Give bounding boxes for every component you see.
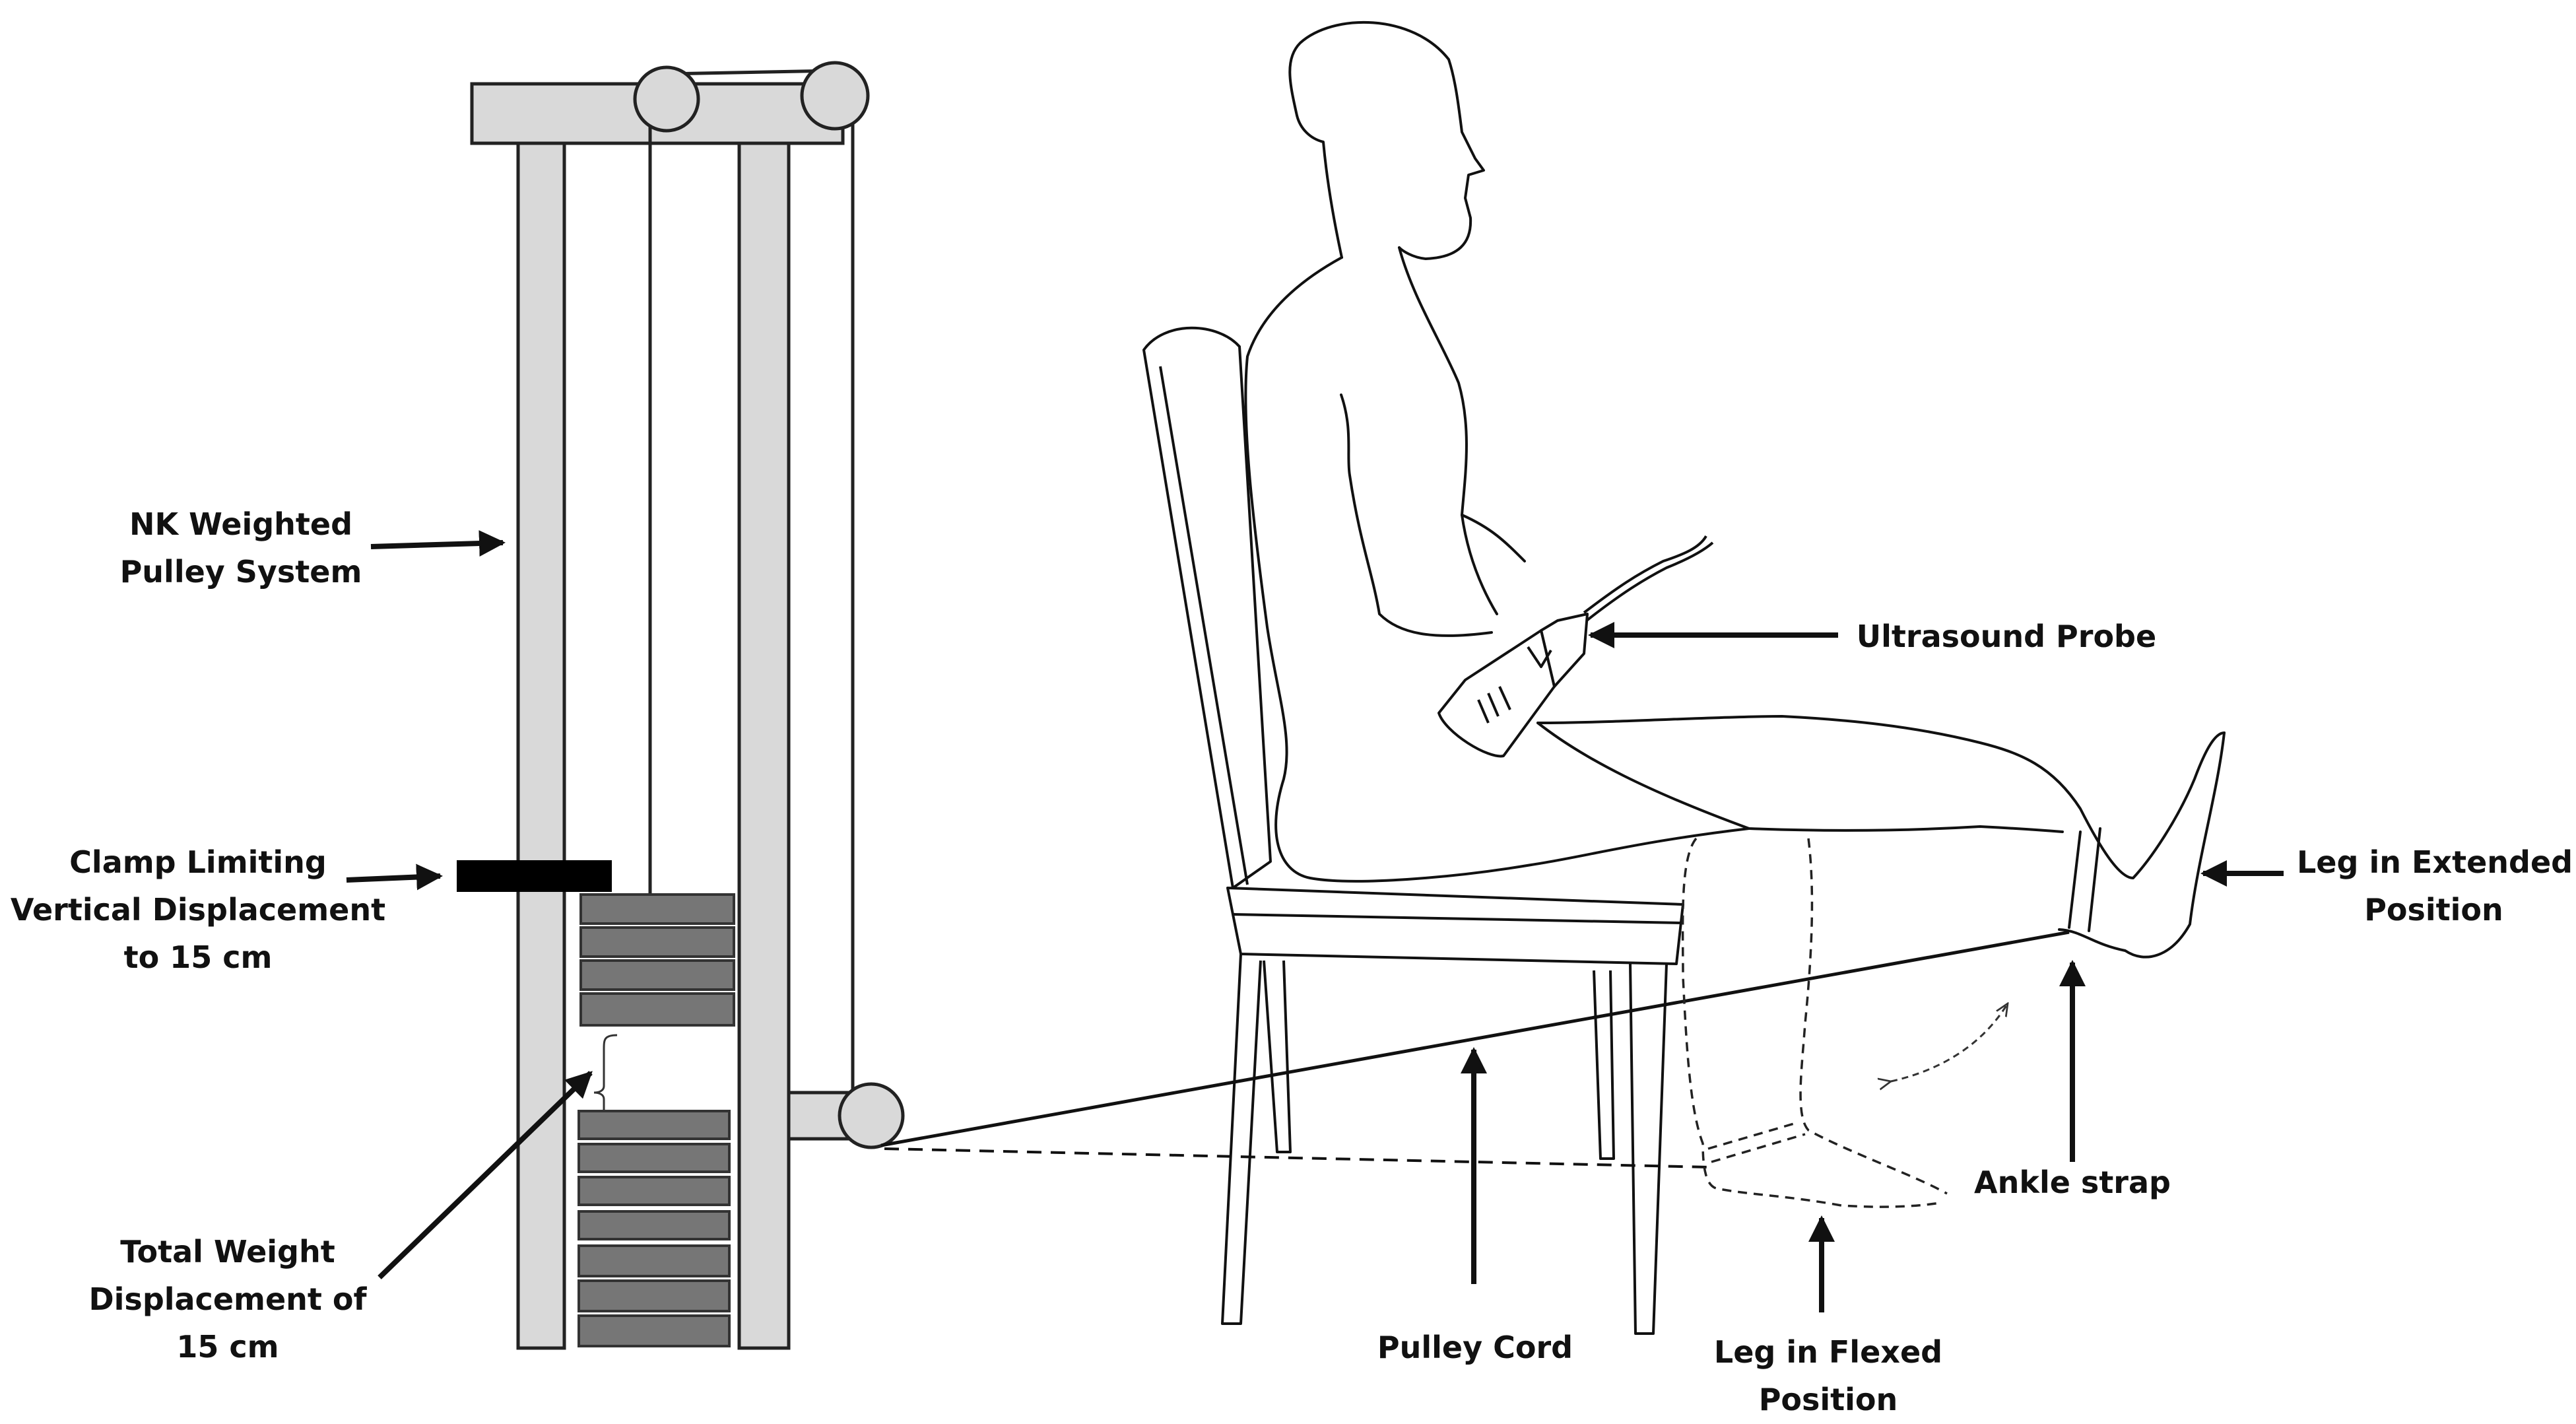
arrow-nk-pulley xyxy=(370,530,506,557)
clamp-bar xyxy=(457,860,612,892)
seated-person xyxy=(1244,20,2226,959)
lower-pulley-wheel xyxy=(838,1082,905,1149)
flexed-leg-outline xyxy=(1681,837,1948,1208)
pulley-cord-flexed xyxy=(884,1147,1710,1169)
weighted-pulley-machine xyxy=(470,61,905,1350)
motion-arc-arrow xyxy=(1891,1003,2008,1081)
arrow-clamp xyxy=(346,864,443,891)
label-nk-pulley-system: NK Weighted Pulley System xyxy=(119,506,362,590)
cable-upper xyxy=(666,69,836,76)
chair xyxy=(1142,326,1684,1335)
label-pulley-cord: Pulley Cord xyxy=(1377,1330,1573,1365)
pulley-cord-extended xyxy=(880,930,2070,1147)
machine-right-post xyxy=(737,141,791,1350)
label-leg-flexed-position: Leg in Flexed Position xyxy=(1713,1334,1943,1417)
top-pulley-wheel-2 xyxy=(800,61,870,131)
label-leg-extended-position: Leg in Extended Position xyxy=(2297,844,2573,928)
machine-left-post xyxy=(516,141,566,1350)
label-clamp-limiting-displacement: Clamp Limiting Vertical Displacement to … xyxy=(10,844,386,975)
callout-arrows xyxy=(346,530,2284,1312)
arrow-total-weight xyxy=(378,1071,593,1279)
weight-stack-upper xyxy=(579,893,735,1027)
label-ultrasound-probe: Ultrasound Probe xyxy=(1856,619,2157,654)
top-pulley-wheel-1 xyxy=(633,65,700,133)
label-total-weight-displacement: Total Weight Displacement of 15 cm xyxy=(88,1234,367,1365)
label-ankle-strap: Ankle strap xyxy=(1974,1165,2171,1200)
ultrasound-probe xyxy=(1437,535,1714,758)
weight-stack-lower xyxy=(578,1110,731,1347)
